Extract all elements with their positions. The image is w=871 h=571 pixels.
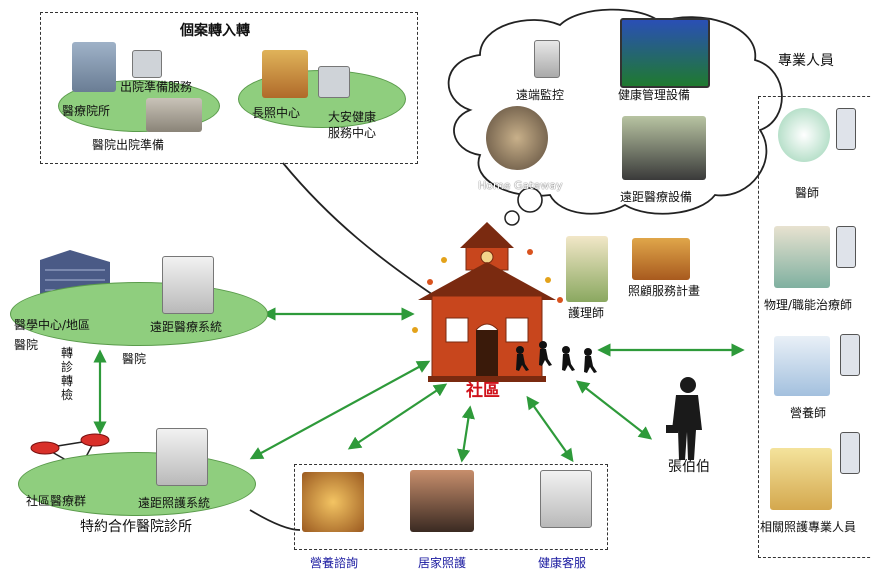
daan-label-1: 大安健康 — [328, 110, 377, 124]
doctor-label: 醫師 — [795, 186, 820, 200]
hospital-caption: 醫院 — [122, 352, 147, 366]
computer-photo-2 — [318, 66, 350, 98]
home-care-label: 居家照護 — [418, 556, 467, 570]
community-house-drawing — [412, 222, 597, 382]
uncle-zhang-label: 張伯伯 — [668, 459, 710, 475]
staff-group-photo — [146, 98, 202, 132]
remote-monitor-device — [534, 40, 560, 78]
nutrition-label: 營養諮詢 — [310, 556, 359, 570]
medical-center-ellipse — [10, 282, 268, 346]
care-staff-photo — [770, 448, 832, 510]
contract-clinic-label: 特約合作醫院診所 — [80, 519, 192, 535]
telemedicine-label: 遠距醫療系統 — [150, 320, 223, 334]
professionals-title: 專業人員 — [778, 53, 834, 69]
community-group-ellipse — [18, 452, 256, 516]
home-gateway-label: Home Gateway — [478, 179, 563, 192]
hospital-building-photo — [72, 42, 116, 92]
doctor-photo — [778, 108, 830, 162]
health-cs-photo — [540, 470, 592, 528]
referral-box — [40, 12, 418, 164]
nutrition-food-photo — [302, 472, 364, 532]
ltc-center-label: 長照中心 — [252, 106, 301, 120]
pda-icon-3 — [840, 334, 860, 376]
dietitian-label: 營養師 — [790, 406, 827, 420]
arrow-clinic-community — [249, 360, 431, 460]
telecare-label: 遠距照護系統 — [138, 496, 211, 510]
ltc-people-photo — [262, 50, 308, 98]
arrow-nutrition-community — [347, 383, 448, 450]
professionals-box — [758, 96, 871, 558]
community-group-label: 社區醫療群 — [26, 494, 87, 508]
care-plan-folder — [632, 238, 690, 280]
arrow-homecare-community — [457, 405, 475, 463]
care-staff-label: 相關照護專業人員 — [760, 520, 857, 534]
daan-label-2: 服務中心 — [328, 126, 377, 140]
uncle-zhang-figure — [666, 377, 702, 460]
health-device-computer — [620, 18, 710, 88]
computer-photo-1 — [132, 50, 162, 78]
referral-vertical-label: 轉診轉檢 — [60, 346, 73, 402]
telecare-computer-photo — [156, 428, 208, 486]
remote-medical-device-photo — [622, 116, 706, 180]
pda-icon-2 — [836, 226, 856, 268]
health-cs-label: 健康客服 — [538, 556, 587, 570]
line-referral-to-community — [282, 162, 449, 306]
community-label: 社區 — [466, 381, 500, 401]
services-box — [294, 464, 608, 550]
arrow-uncle-community — [575, 380, 653, 440]
home-gateway-photo — [486, 106, 548, 170]
remote-medical-device-label: 遠距醫療設備 — [620, 190, 693, 204]
discharge-service-label: 出院準備服務 — [120, 80, 193, 94]
home-care-photo — [410, 470, 474, 532]
nurse-photo — [566, 236, 608, 302]
therapist-photo — [774, 226, 830, 288]
medical-center-label: 醫學中心/地區 — [14, 318, 91, 332]
care-plan-label: 照顧服務計畫 — [628, 284, 701, 298]
pda-icon-4 — [840, 432, 860, 474]
telemedicine-computer-photo — [162, 256, 214, 314]
cloud-bubble-1 — [517, 187, 543, 213]
health-device-label: 健康管理設備 — [618, 88, 691, 102]
remote-monitoring-label: 遠端監控 — [516, 88, 565, 102]
therapist-label: 物理/職能治療師 — [764, 298, 853, 312]
hospital-label: 醫療院所 — [62, 104, 111, 118]
medical-center-suffix: 醫院 — [14, 338, 39, 352]
dietitian-photo — [774, 336, 830, 396]
nurse-label: 護理師 — [568, 306, 605, 320]
line-clinic-to-services — [249, 509, 301, 531]
pda-icon-1 — [836, 108, 856, 150]
cloud-bubble-2 — [504, 210, 520, 226]
referral-title: 個案轉入轉 — [180, 23, 250, 39]
discharge-prep-label: 醫院出院準備 — [92, 138, 165, 152]
arrow-cs-community — [526, 395, 574, 463]
